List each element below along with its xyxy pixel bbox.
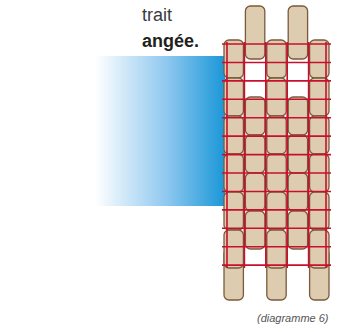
instruction-text: trait xyxy=(142,5,172,26)
bead xyxy=(245,97,264,135)
bead-group xyxy=(224,6,329,300)
thread-line xyxy=(222,62,331,64)
thread-line xyxy=(222,154,331,156)
thread-lines xyxy=(222,42,331,268)
thread-line xyxy=(226,42,228,268)
thread-line xyxy=(222,264,331,266)
thread-line xyxy=(222,246,331,248)
bead xyxy=(288,211,307,249)
blue-gradient-band xyxy=(95,56,225,206)
bead xyxy=(288,97,307,135)
thread-line xyxy=(308,42,310,268)
thread-line xyxy=(222,228,331,230)
bead xyxy=(267,40,286,78)
instruction-text: angée. xyxy=(142,31,199,52)
bead xyxy=(267,116,286,154)
thread-line xyxy=(222,135,331,137)
bead xyxy=(245,211,264,249)
bead xyxy=(267,78,286,116)
bead xyxy=(288,6,307,59)
bead xyxy=(245,6,264,59)
thread-line xyxy=(222,43,331,45)
figure-caption: (diagramme 6) xyxy=(257,312,329,324)
thread-line xyxy=(222,98,331,100)
thread-line xyxy=(325,42,327,268)
bead xyxy=(267,192,286,230)
bead xyxy=(267,230,286,268)
thread-line xyxy=(222,209,331,211)
thread-line xyxy=(222,191,331,193)
thread-line xyxy=(244,42,246,268)
thread-line xyxy=(222,172,331,174)
thread-line xyxy=(265,42,267,268)
thread-line xyxy=(286,42,288,268)
thread-line xyxy=(222,117,331,119)
thread-line xyxy=(222,80,331,82)
